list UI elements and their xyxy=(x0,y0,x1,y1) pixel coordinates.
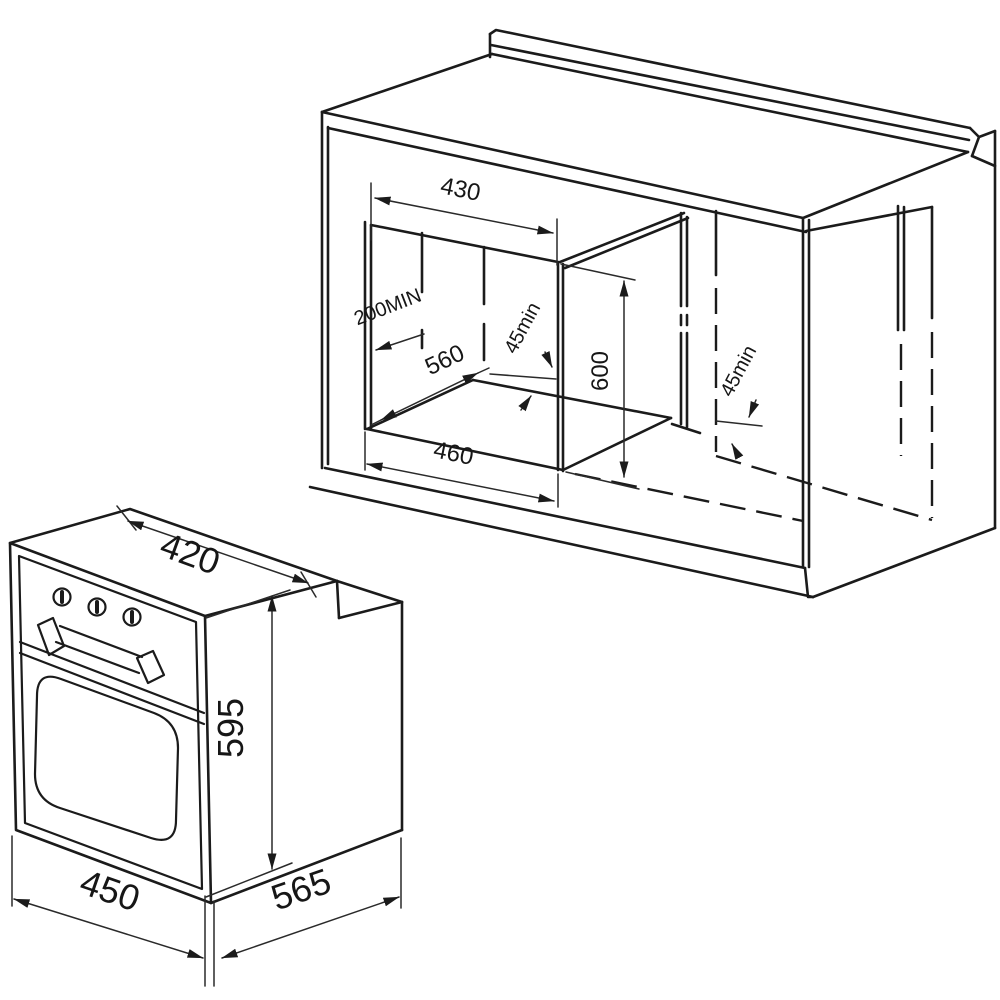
dim-niche-width-430: 430 xyxy=(370,172,558,266)
niche-floor xyxy=(365,378,673,472)
oven-drawing: 420 595 450 565 xyxy=(8,505,404,987)
dim-label-floor-depth: 560 xyxy=(421,340,469,381)
dim-label-bottom-width: 460 xyxy=(431,436,476,470)
oven-control-knobs xyxy=(52,587,142,627)
cabinet-cutout-drawing: 430 200MIN 560 45min 600 xyxy=(308,28,997,599)
dim-oven-top-depth-420: 420 xyxy=(116,505,317,598)
dim-label-niche-width: 430 xyxy=(438,172,483,206)
dim-niche-height-600: 600 xyxy=(560,263,640,490)
dim-label-rear-clearance: 200MIN xyxy=(351,285,424,331)
dim-label-niche-height: 600 xyxy=(587,351,614,391)
dim-label-oven-top-depth: 420 xyxy=(155,524,225,583)
oven-door-window xyxy=(33,675,180,841)
dim-side-gap-45min: 45min xyxy=(715,342,763,460)
dim-label-side-gap: 45min xyxy=(716,342,761,400)
dim-floor-depth-560: 560 xyxy=(370,340,490,426)
oven-door-handle xyxy=(36,616,166,685)
worktop xyxy=(320,52,997,234)
dim-label-rear-gap: 45min xyxy=(500,299,545,357)
dim-oven-width-450: 450 xyxy=(11,835,215,987)
cabinet-carcass xyxy=(308,110,997,599)
dim-label-oven-height: 595 xyxy=(210,698,251,758)
dim-rear-clearance-200min: 200MIN xyxy=(351,285,425,351)
dim-oven-depth-565: 565 xyxy=(221,837,402,959)
backsplash xyxy=(488,28,997,158)
oven-niche xyxy=(363,209,718,473)
dim-oven-height-595: 595 xyxy=(205,589,293,898)
dim-label-oven-width: 450 xyxy=(75,861,145,919)
